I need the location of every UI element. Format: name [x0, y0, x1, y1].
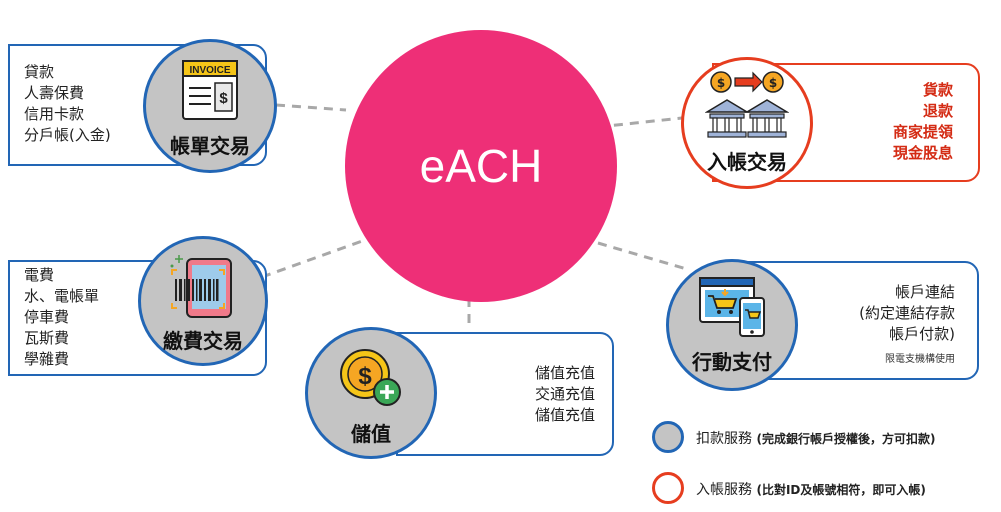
mobile-items: 帳戶連結 (約定連結存款 帳戶付款) — [820, 282, 955, 345]
list-item: 儲值充值 — [534, 406, 595, 424]
svg-text:$: $ — [358, 363, 372, 390]
list-item: 儲值充值 — [534, 364, 595, 382]
list-item: 現金股息 — [892, 144, 953, 162]
svg-text:$: $ — [769, 76, 777, 90]
invoice-badge: INVOICE — [189, 65, 230, 76]
invoice-title: 帳單交易 — [170, 134, 250, 158]
list-item: 帳戶付款) — [889, 325, 955, 343]
list-item: 貸款 — [24, 63, 55, 81]
list-item: 學雜費 — [24, 350, 70, 368]
legend-debit-swatch — [652, 421, 684, 453]
legend-debit-detail: (完成銀行帳戶授權後，方可扣款) — [756, 432, 936, 446]
list-item: 停車費 — [24, 308, 70, 326]
stored-circle: $ 儲值 — [305, 327, 437, 459]
legend-credit-swatch — [652, 472, 684, 504]
invoice-circle: INVOICE $ 帳單交易 — [143, 39, 277, 173]
bank-transfer-icon: $ $ — [705, 71, 789, 138]
mobile-note: 限電支機構使用 — [885, 354, 955, 365]
list-item: 瓦斯費 — [24, 329, 70, 347]
legend-debit: 扣款服務 (完成銀行帳戶授權後，方可扣款) — [696, 428, 935, 448]
list-item: 帳戶連結 — [894, 283, 955, 301]
list-item: (約定連結存款 — [859, 304, 955, 322]
barcode-scan-icon — [170, 255, 232, 318]
svg-text:$: $ — [219, 90, 228, 107]
mobile-title: 行動支付 — [692, 350, 772, 374]
coin-plus-icon: $ — [340, 349, 401, 406]
list-item: 人壽保費 — [24, 84, 85, 102]
mobile-circle: 行動支付 — [666, 259, 798, 391]
list-item: 分戶帳(入金) — [24, 126, 111, 144]
list-item: 貨款 — [922, 81, 953, 99]
list-item: 商家提領 — [892, 123, 953, 141]
invoice-icon: INVOICE $ — [182, 60, 238, 120]
stored-title: 儲值 — [351, 422, 391, 446]
list-item: 信用卡款 — [24, 105, 85, 123]
list-item: 水、電帳單 — [24, 287, 100, 305]
deposit-items: 貨款 退款 商家提領 現金股息 — [850, 80, 953, 164]
mobile-shopping-icon — [699, 277, 765, 337]
list-item: 交通充值 — [534, 385, 595, 403]
deposit-circle: $ $ 入帳交易 — [681, 57, 813, 189]
deposit-title: 入帳交易 — [707, 150, 787, 174]
svg-text:$: $ — [717, 76, 725, 90]
list-item: 退款 — [922, 102, 953, 120]
payment-title: 繳費交易 — [163, 329, 243, 353]
payment-circle: 繳費交易 — [138, 236, 268, 366]
stored-items: 儲值充值 交通充值 儲值充值 — [480, 363, 595, 426]
hub-label: eACH — [419, 140, 543, 192]
legend-credit-label: 入帳服務 — [696, 482, 752, 498]
legend-credit: 入帳服務 (比對ID及帳號相符，即可入帳) — [696, 479, 926, 499]
invoice-items: 貸款 人壽保費 信用卡款 分戶帳(入金) — [24, 62, 111, 146]
list-item: 電費 — [24, 266, 55, 284]
payment-items: 電費 水、電帳單 停車費 瓦斯費 學雜費 — [24, 265, 99, 370]
legend-debit-label: 扣款服務 — [696, 431, 752, 447]
each-hub: eACH — [345, 30, 617, 302]
legend-credit-detail: (比對ID及帳號相符，即可入帳) — [756, 483, 926, 497]
